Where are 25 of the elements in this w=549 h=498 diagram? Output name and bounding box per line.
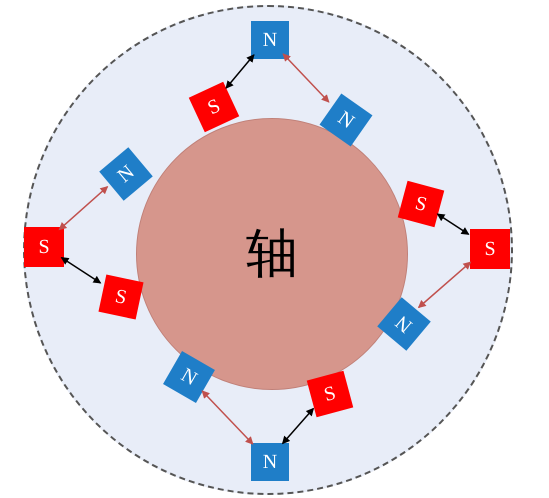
pole-label: S [113,284,129,310]
shaft-label: 轴 [246,223,298,286]
pole-label: N [391,310,417,338]
magnet-block [251,443,289,481]
double-arrow [202,390,254,445]
double-arrow [436,213,470,235]
double-arrow [282,408,314,444]
double-arrow [58,186,108,230]
pole-label: N [113,160,139,188]
magnet-block [24,227,64,267]
double-arrow [60,256,102,284]
magnet-block [470,229,510,269]
pole-label: S [412,191,430,217]
double-arrow [282,53,330,103]
pole-label: S [204,94,224,120]
pole-label: S [38,236,50,258]
pole-label: N [262,28,278,52]
pole-label: N [333,106,358,134]
pole-label: N [176,363,201,391]
double-arrow [225,54,255,89]
magnet-block [251,21,289,59]
pole-label: S [322,381,338,407]
double-arrow [418,262,472,308]
pole-label: S [484,238,496,260]
pole-label: N [262,450,278,474]
